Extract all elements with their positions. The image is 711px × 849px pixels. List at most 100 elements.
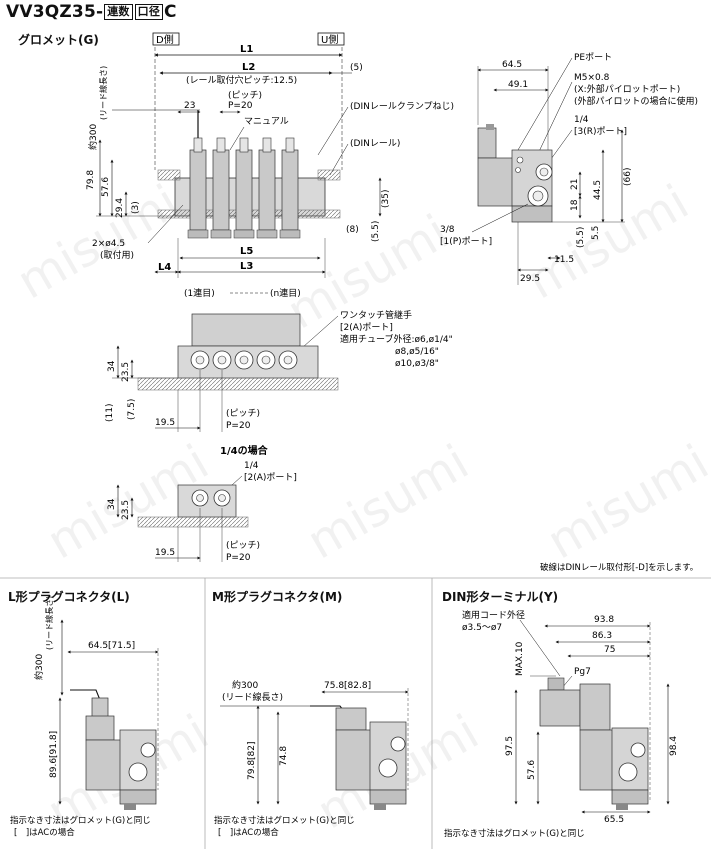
side-dim-29-5: 29.5 <box>520 274 540 284</box>
port-dim-34: 34 <box>107 360 117 372</box>
quarter-pitch-value: P=20 <box>226 553 251 563</box>
r-port-label: [3(R)ポート] <box>574 126 627 137</box>
port-dim-23-5: 23.5 <box>121 362 131 382</box>
side-dim-66: (66) <box>623 168 633 186</box>
dim-35: (35) <box>381 190 391 208</box>
dim-29-4: 29.4 <box>115 198 125 218</box>
watermark-6: misumi <box>538 434 711 570</box>
tube-od-3: ø10,ø3/8" <box>395 359 439 369</box>
dim-79-8: 79.8 <box>86 170 96 190</box>
din-rail-label: (DINレール) <box>350 139 400 149</box>
l-note-1: 指示なき寸法はグロメット(G)と同じ <box>10 815 151 826</box>
dim-L4: L4 <box>158 262 171 273</box>
side-dim-5-5: 5.5 <box>591 226 601 240</box>
grommet-label: グロメット(G) <box>18 33 99 47</box>
m-note-2: [ ]はACの場合 <box>218 827 279 838</box>
dim-L5: L5 <box>240 246 253 257</box>
model-suffix: C <box>164 2 177 22</box>
dim-3: (3) <box>131 201 141 214</box>
port-pitch-label: (ピッチ) <box>226 408 260 419</box>
din-clamp-label: (DINレールクランプねじ) <box>350 101 454 112</box>
din-dim-86-3: 86.3 <box>592 631 612 641</box>
din-dim-75: 75 <box>604 645 615 655</box>
pe-port-label: PEポート <box>574 52 612 63</box>
m5-label: M5×0.8 <box>574 73 610 83</box>
side-dim-21: 21 <box>570 179 580 190</box>
m-lead-value: 約300 <box>232 679 258 691</box>
x-port-note: (外部パイロットの場合に使用) <box>574 95 698 107</box>
l-plug-label: L形プラグコネクタ(L) <box>8 590 130 604</box>
dim-5: (5) <box>350 63 363 73</box>
one-touch-fitting-label: ワンタッチ管継手 <box>340 309 412 321</box>
dim-L2: L2 <box>242 62 255 73</box>
quarter-dim-19-5: 19.5 <box>155 548 175 558</box>
m-lead-note: (リード線長さ) <box>222 691 283 703</box>
din-terminal-label: DIN形ターミナル(Y) <box>442 590 559 604</box>
port-dim-11: (11) <box>105 404 115 422</box>
din-dim-98-4: 98.4 <box>669 736 679 756</box>
l-plug-view: 約300 (リード線長さ) 64.5[71.5] 89.6[91.8] 指示なき… <box>10 596 159 838</box>
nth-station-label: (n連目) <box>270 287 301 299</box>
side-three-eighths: 3/8 <box>440 225 455 235</box>
mount-hole-note: (取付用) <box>100 250 134 261</box>
tube-od-2: ø8,ø5/16" <box>395 347 439 357</box>
m-note-1: 指示なき寸法はグロメット(G)と同じ <box>214 815 355 826</box>
din-cord-value: ø3.5〜ø7 <box>462 623 502 633</box>
side-dim-11-5: 11.5 <box>554 255 574 265</box>
watermark-5: misumi <box>298 434 478 570</box>
m-dim-79-8: 79.8[82] <box>247 741 257 780</box>
din-rail-dashed-note: 破線はDINレール取付形[-D]を示します。 <box>540 562 698 573</box>
din-dim-57-6: 57.6 <box>527 760 537 780</box>
side-dim-64-5: 64.5 <box>502 60 522 70</box>
side-dim-18: 18 <box>570 199 580 211</box>
quarter-pitch-label: (ピッチ) <box>226 540 260 551</box>
port-view: (1連目) (n連目) ワンタッチ管継手 [2(A)ポート] 適用チューブ外径:… <box>105 287 453 432</box>
quarter-dim-23-5: 23.5 <box>121 500 131 520</box>
m-plug-label: M形プラグコネクタ(M) <box>212 590 343 604</box>
side-dim-49-1: 49.1 <box>508 80 528 90</box>
dim-8: (8) <box>346 225 359 235</box>
valve-stations <box>187 110 301 239</box>
side-dim-5-5-paren: (5.5) <box>576 227 586 248</box>
din-dim-65-5: 65.5 <box>604 815 624 825</box>
quarter-dim-34: 34 <box>107 498 117 510</box>
side-quarter-label: 1/4 <box>574 115 589 125</box>
stations-box: 連数 <box>104 4 133 20</box>
l-dim-89-6: 89.6[91.8] <box>49 731 59 778</box>
l-lead-note: (リード線長さ) <box>44 596 54 650</box>
port-dim-7-5: (7.5) <box>127 399 137 420</box>
din-terminal-view: 適用コード外径 ø3.5〜ø7 MAX.10 93.8 86.3 75 Pg7 … <box>444 609 679 839</box>
first-station-label: (1連目) <box>184 287 215 299</box>
port-size-box: 口径 <box>134 4 164 20</box>
x-port-label: (X:外部パイロットポート) <box>574 83 680 95</box>
u-side-label: U側 <box>321 33 338 46</box>
port-dim-19-5: 19.5 <box>155 418 175 428</box>
side-view: 64.5 49.1 PEポート M5×0.8 (X:外部パイロットポート) (外… <box>440 52 698 285</box>
din-dim-93-8: 93.8 <box>594 615 614 625</box>
dim-L1: L1 <box>240 44 253 55</box>
din-cord-label: 適用コード外径 <box>462 609 525 621</box>
manual-label: マニュアル <box>244 117 289 127</box>
l-lead-value: 約300 <box>33 654 45 680</box>
lead-length-value: 約300 <box>87 124 99 150</box>
pitch-value: P=20 <box>228 101 253 111</box>
quarter-case-a-port: [2(A)ポート] <box>244 472 297 483</box>
m-dim-74-8: 74.8 <box>279 746 289 766</box>
quarter-case-label: 1/4の場合 <box>220 444 269 457</box>
m-dim-75-8: 75.8[82.8] <box>324 681 371 691</box>
tube-od-label: 適用チューブ外径:ø6,ø1/4" <box>340 333 453 345</box>
quarter-case-view: 1/4の場合 1/4 [2(A)ポート] 34 23.5 19.5 (ピッチ) … <box>107 444 698 573</box>
rail-pitch-label: (レール取付穴ピッチ:12.5) <box>186 74 297 86</box>
model-code: VV3QZ35- <box>6 2 104 22</box>
dim-5-5: (5.5) <box>371 221 381 242</box>
grommet-front-view: D側 U側 L1 L2 (レール取付穴ピッチ:12.5) (5) (ピッチ) P… <box>86 32 454 278</box>
dim-L3: L3 <box>240 261 253 272</box>
dim-23: 23 <box>184 101 195 111</box>
d-side-label: D側 <box>156 33 174 46</box>
port-pitch-value: P=20 <box>226 421 251 431</box>
p-port-label: [1(P)ポート] <box>440 236 492 247</box>
din-note: 指示なき寸法はグロメット(G)と同じ <box>444 828 585 839</box>
port-fittings <box>190 350 298 370</box>
